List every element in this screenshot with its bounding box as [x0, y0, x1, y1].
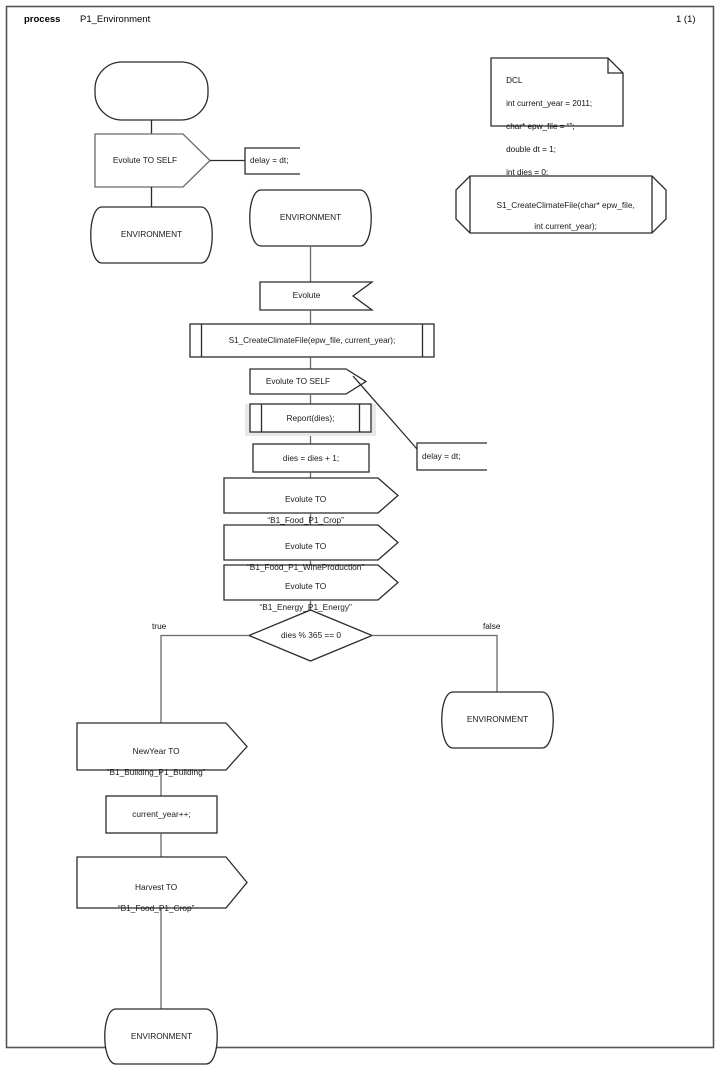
declaration-box-symbol[interactable] — [490, 57, 624, 127]
comment-delay-mid-symbol[interactable] — [416, 442, 487, 471]
state-environment-false-symbol[interactable] — [441, 691, 554, 749]
procedure-call-report-symbol[interactable] — [249, 403, 372, 433]
output-harvest-symbol[interactable] — [76, 856, 248, 909]
state-environment-topleft-symbol[interactable] — [90, 206, 213, 264]
branch-label-true: true — [152, 621, 167, 631]
output-evolute-self-mid-symbol[interactable] — [249, 368, 368, 395]
connector-decision-false — [372, 634, 498, 692]
comment-delay-top-symbol[interactable] — [244, 147, 300, 175]
output-wine-symbol[interactable] — [223, 524, 399, 561]
state-environment-main-symbol[interactable] — [249, 189, 372, 247]
dcl-line-3: double dt = 1; — [506, 145, 556, 155]
declaration-box-text: DCL int current_year = 2011; char* epw_f… — [497, 63, 619, 191]
page-number: 1 (1) — [676, 14, 696, 25]
dcl-line-0: DCL — [506, 75, 523, 85]
declaration-box-fold — [607, 58, 623, 74]
dcl-line-2: char* epw_file = “”; — [506, 121, 575, 131]
connector-decision-true — [160, 634, 249, 723]
page-title: P1_Environment — [80, 14, 151, 25]
output-newyear-symbol[interactable] — [76, 722, 248, 771]
branch-label-false: false — [483, 621, 501, 631]
output-crop-symbol[interactable] — [223, 477, 399, 514]
connector-output-mid-to-comment — [352, 375, 418, 450]
dcl-line-1: int current_year = 2011; — [506, 98, 593, 108]
decision-symbol[interactable] — [247, 609, 374, 662]
output-energy-symbol[interactable] — [223, 564, 399, 601]
procedure-call-createclimatefile-symbol[interactable] — [189, 323, 435, 358]
input-evolute-symbol[interactable] — [259, 281, 374, 311]
state-environment-bottom-symbol[interactable] — [104, 1008, 218, 1065]
header-keyword: process — [24, 14, 61, 25]
dcl-line-4: int dies = 0; — [506, 168, 549, 178]
output-evolute-self-top-symbol[interactable] — [94, 133, 211, 188]
